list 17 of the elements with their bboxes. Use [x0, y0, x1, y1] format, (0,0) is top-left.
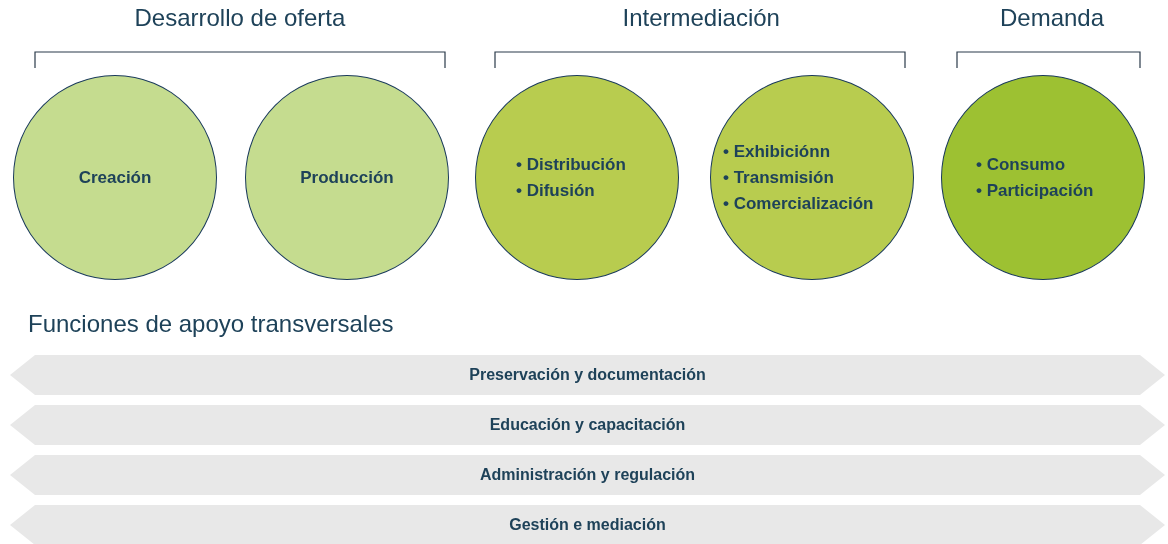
stage-label: • Difusión	[516, 179, 595, 202]
stage-label: • Comercialización	[723, 192, 874, 215]
stage-label: Creación	[78, 166, 152, 189]
heading: Desarrollo de oferta	[134, 4, 346, 32]
band-label: Preservación y documentación	[469, 366, 706, 384]
stage-label: • Participación	[976, 179, 1094, 202]
heading: Intermediación	[622, 4, 780, 32]
band-label: Administración y regulación	[479, 466, 696, 484]
band-label: Educación y capacitación	[489, 416, 686, 434]
band-label: Gestión e mediación	[509, 516, 666, 534]
stage-label: • Distribución	[516, 153, 626, 176]
stage-label: • Transmisión	[723, 166, 834, 189]
heading: Demanda	[1000, 4, 1105, 32]
stage-label: • Consumo	[976, 153, 1066, 176]
stage-label: Producción	[300, 166, 394, 189]
stage-label: • Exhibiciónn	[723, 140, 830, 163]
section-heading: Funciones de apoyo transversales	[28, 310, 394, 338]
